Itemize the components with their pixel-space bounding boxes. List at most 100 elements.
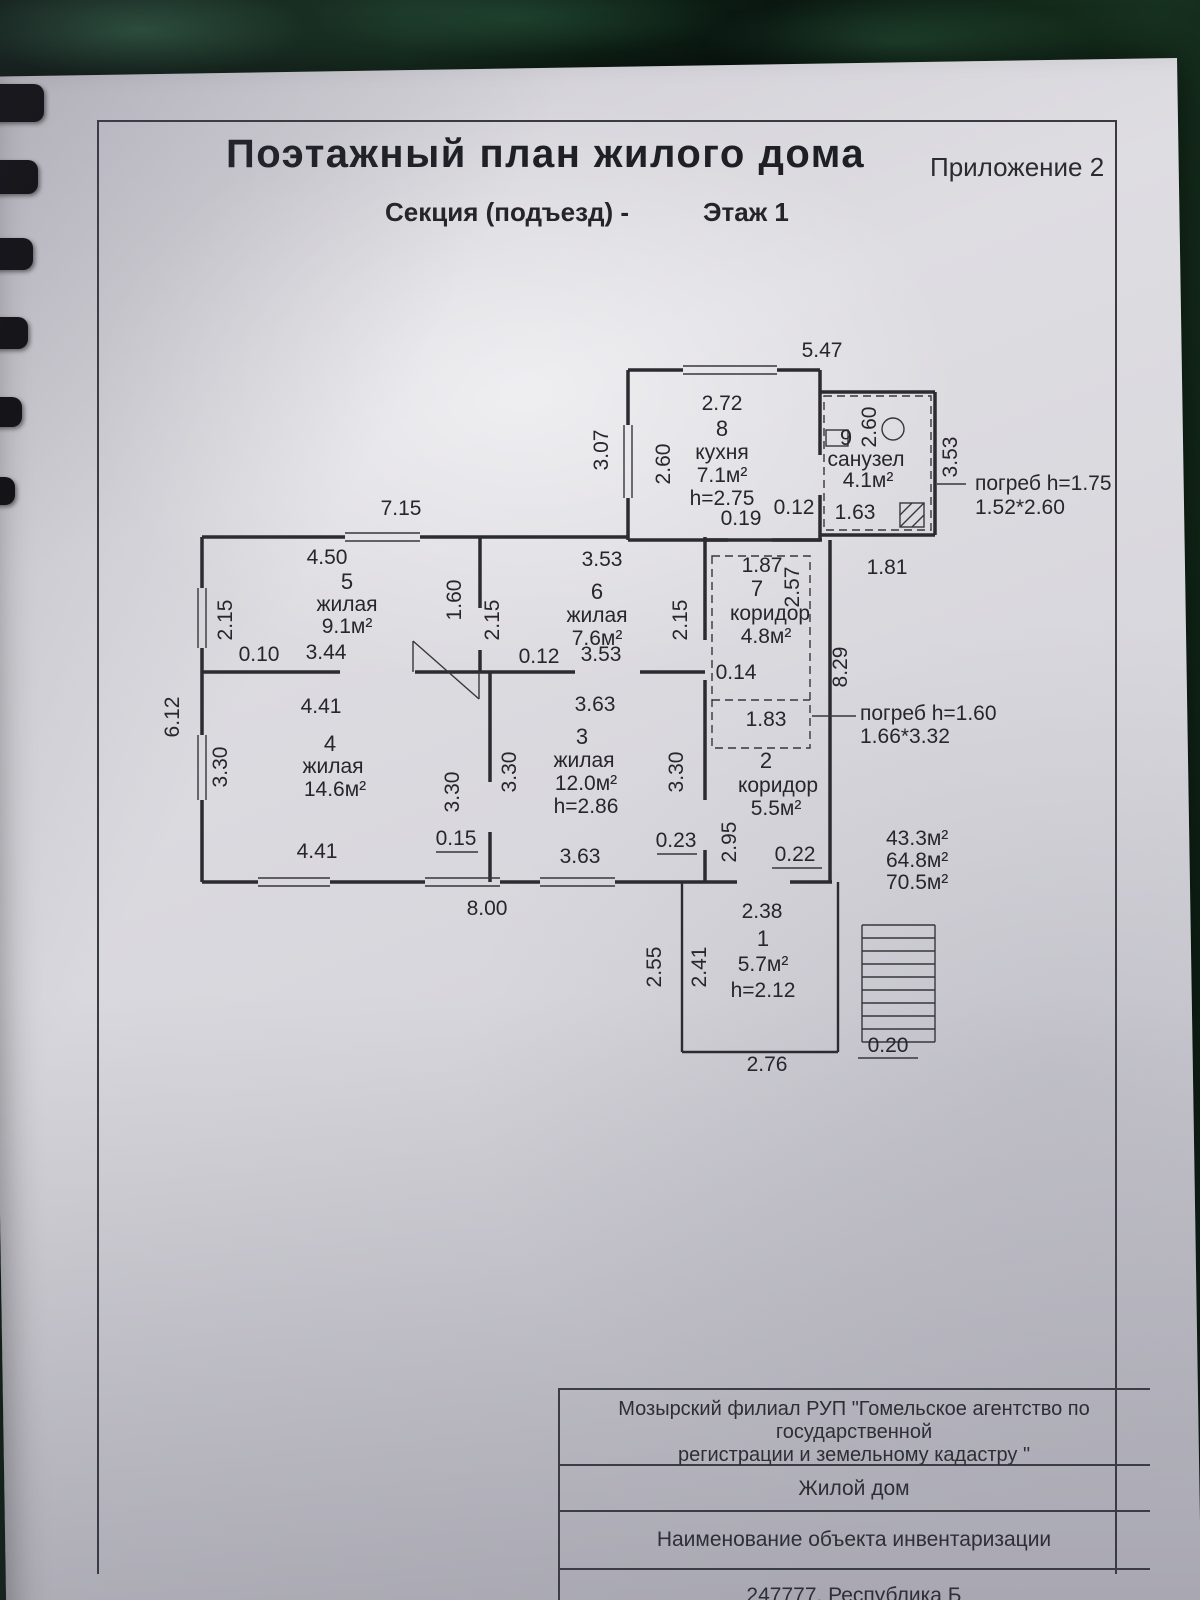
toilet-icon: [881, 417, 905, 441]
interior-walls: [202, 537, 707, 882]
dim-label: 2.15: [481, 600, 504, 641]
room-name: жилая: [302, 755, 363, 778]
room-height: h=2.75: [690, 487, 755, 510]
dim-label: 4.50: [307, 546, 348, 569]
dim-label: 3.53: [939, 437, 962, 478]
room-name: жилая: [316, 593, 377, 616]
dim-label: 1.83: [746, 708, 787, 731]
hatch-lines: [899, 502, 925, 528]
room-name: коридор: [730, 602, 810, 625]
dim-label: 0.22: [775, 843, 816, 866]
annex-label: Приложение 2: [930, 152, 1105, 182]
object-type: Жилой дом: [798, 1477, 910, 1500]
room-height: h=2.12: [731, 979, 796, 1002]
dim-label: 3.30: [441, 772, 464, 813]
dim-label: 3.30: [209, 747, 232, 788]
binding-hole: [0, 477, 15, 505]
dim-label: 3.07: [590, 430, 613, 471]
dim-label: 0.12: [519, 645, 560, 668]
cellar-note: погреб h=1.75: [975, 472, 1112, 495]
outer-walls: [200, 535, 832, 884]
room-number: 3: [576, 724, 588, 749]
sink-icon: [825, 429, 849, 447]
room-area: 5.5м²: [751, 797, 802, 820]
kitchen-bathroom-walls: [626, 368, 937, 542]
room-number: 7: [751, 576, 763, 601]
dim-label: 8.29: [829, 647, 852, 688]
cellar-note: 1.66*3.32: [860, 725, 950, 748]
dim-label: 2.72: [702, 392, 743, 415]
dim-label: 2.76: [747, 1053, 788, 1076]
dim-label: 0.23: [656, 829, 697, 852]
table-border: [558, 1388, 560, 1600]
address: 247777, Республика Б: [746, 1584, 962, 1600]
room-name: санузел: [828, 448, 905, 471]
room-area: 9.1м²: [322, 615, 373, 638]
dim-label: 2.57: [781, 567, 804, 608]
dim-label: 4.41: [297, 840, 338, 863]
porch-walls: [680, 882, 840, 1054]
table-border: [558, 1568, 1150, 1570]
dim-label: 2.15: [669, 600, 692, 641]
room-area: 4.8м²: [741, 625, 792, 648]
dim-label: 2.41: [688, 947, 711, 988]
room-area: 14.6м²: [304, 778, 366, 801]
dim-label: 0.15: [436, 827, 477, 850]
cellar-note: 1.52*2.60: [975, 496, 1065, 519]
dim-label: 0.12: [774, 496, 815, 519]
room-area: 7.1м²: [697, 464, 748, 487]
table-border: [558, 1510, 1150, 1512]
dim-label: 2.95: [718, 822, 741, 863]
room-height: h=2.86: [554, 795, 619, 818]
dim-label: 2.38: [742, 900, 783, 923]
binding-hole: [0, 317, 28, 349]
total-area: 64.8м²: [886, 849, 948, 872]
document-frame: [97, 120, 1117, 1574]
dim-label: 3.30: [665, 752, 688, 793]
organization-name: Мозырский филиал РУП "Гомельское агентст…: [558, 1398, 1150, 1467]
table-border: [558, 1388, 1150, 1390]
room-area: 12.0м²: [555, 772, 617, 795]
room-area: 4.1м²: [843, 469, 894, 492]
dim-label: 3.53: [581, 643, 622, 666]
dim-label: 2.60: [858, 407, 881, 448]
dim-label: 2.15: [214, 600, 237, 641]
binding-hole: [0, 160, 38, 194]
room-number: 6: [591, 579, 603, 604]
dim-label: 1.87: [742, 554, 783, 577]
room-number: 4: [324, 731, 336, 756]
floor-label: Этаж 1: [703, 197, 789, 227]
cellar-note: погреб h=1.60: [860, 702, 997, 725]
dim-label: 3.63: [575, 693, 616, 716]
room-area: 7.6м²: [572, 627, 623, 650]
leader-lines: [412, 483, 966, 1059]
binding-hole: [0, 84, 44, 122]
dim-label: 4.41: [301, 695, 342, 718]
section-label: Секция (подъезд) -: [385, 197, 630, 227]
room-number: 8: [716, 416, 728, 441]
room-name: кухня: [695, 441, 748, 464]
organization-line1: Мозырский филиал РУП "Гомельское агентст…: [618, 1398, 1090, 1443]
dim-label: 5.47: [802, 339, 843, 362]
dim-label: 0.10: [239, 643, 280, 666]
total-area: 70.5м²: [886, 871, 948, 894]
room-name: коридор: [738, 774, 818, 797]
cellar-dashed-outlines: [711, 395, 932, 749]
room-number: 1: [757, 926, 769, 951]
binding-hole: [0, 397, 22, 427]
room-number: 9: [840, 425, 852, 450]
table-border: [558, 1464, 1150, 1466]
room-name: жилая: [553, 749, 614, 772]
dim-label: 0.14: [716, 661, 757, 684]
dim-label: 7.15: [381, 497, 422, 520]
dim-label: 6.12: [161, 697, 184, 738]
dim-label: 0.20: [868, 1034, 909, 1057]
dim-label: 3.63: [560, 845, 601, 868]
window-lines: [197, 365, 777, 887]
page-title: Поэтажный план жилого дома: [226, 132, 866, 176]
binding-hole: [0, 238, 33, 270]
organization-line2: регистрации и земельному кадастру ": [677, 1444, 1031, 1466]
dim-label: 0.19: [721, 507, 762, 530]
dim-label: 8.00: [467, 897, 508, 920]
